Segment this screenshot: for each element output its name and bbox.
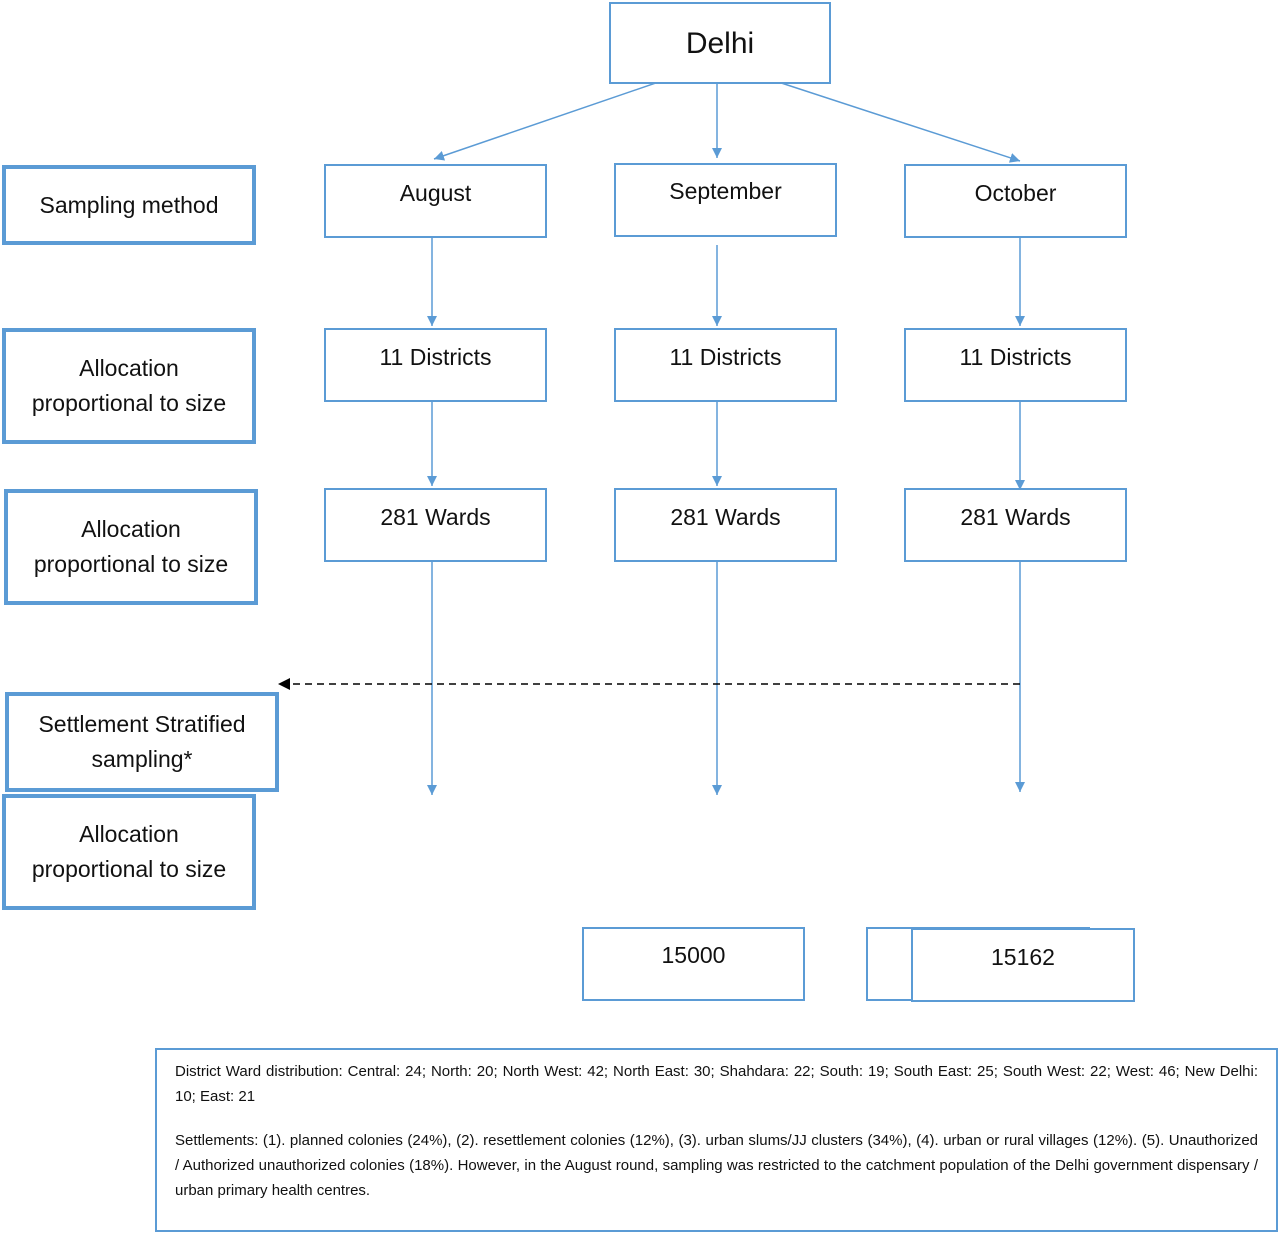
month-box-august: August [324,164,547,238]
allocation-label-districts: Allocation proportional to size [2,328,256,444]
districts-box-september: 11 Districts [614,328,837,402]
districts-box-august: 11 Districts [324,328,547,402]
total-box-october: 15162 [911,928,1135,1002]
settlement-stratified-label: Settlement Stratified sampling* [5,692,279,792]
delhi-box: Delhi [609,2,831,84]
wards-box-october: 281 Wards [904,488,1127,562]
district-ward-distribution-note: District Ward distribution: Central: 24;… [175,1063,1258,1105]
allocation-label-wards: Allocation proportional to size [4,489,258,605]
settlements-note: Settlements: (1). planned colonies (24%)… [175,1132,1258,1199]
districts-box-october: 11 Districts [904,328,1127,402]
footnote-box: District Ward distribution: Central: 24;… [155,1048,1278,1232]
delhi-label: Delhi [685,26,755,60]
month-box-september: September [614,163,837,237]
wards-box-august: 281 Wards [324,488,547,562]
sampling-method-label: Sampling method [2,165,256,245]
wards-box-september: 281 Wards [614,488,837,562]
month-box-october: October [904,164,1127,238]
total-box-september: 15000 [582,927,805,1001]
allocation-label-settlements: Allocation proportional to size [2,794,256,910]
